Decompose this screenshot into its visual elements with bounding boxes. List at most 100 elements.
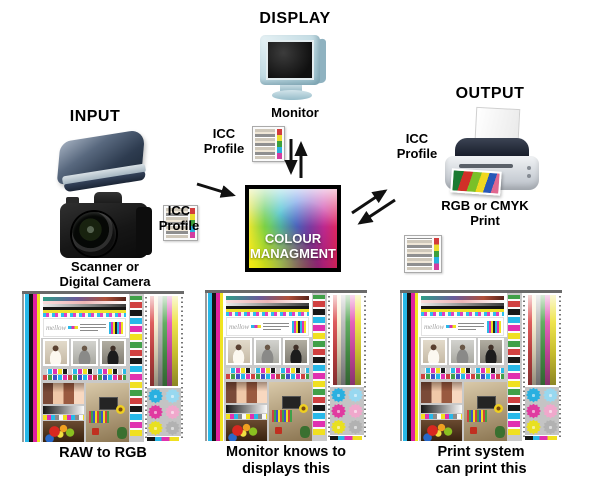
figure-caption: RAW to RGB — [22, 445, 184, 462]
camera-dial — [66, 197, 79, 206]
caption-line: displays this — [242, 461, 330, 477]
icc-line2: Profile — [203, 141, 245, 156]
patch-ladder-column — [130, 296, 142, 436]
portrait-photos-row — [421, 338, 504, 365]
gradient-bar — [226, 300, 309, 303]
portrait-photo — [43, 339, 70, 366]
fruit-photo — [421, 420, 462, 441]
portrait-photo — [226, 338, 253, 365]
portrait-photo — [282, 338, 309, 365]
faces-photo — [226, 382, 267, 403]
color-patch-row — [421, 374, 504, 379]
color-patch-row — [226, 374, 309, 379]
monitor-neck — [280, 85, 302, 91]
portrait-photos-row — [43, 339, 126, 366]
camera-icon — [56, 190, 154, 264]
icc-profile-thumbnail-output — [404, 235, 442, 273]
gamut-flower — [348, 387, 363, 403]
camera-grip — [136, 207, 152, 255]
gamut-flower — [165, 404, 180, 420]
fruit-photo — [43, 421, 84, 442]
patch-ladder-column — [508, 295, 520, 435]
caption-line: can print this — [435, 461, 527, 477]
chart-logo-band: mellow — [421, 317, 504, 336]
chart-logo-band: mellow — [226, 317, 309, 336]
icc-line1: ICC — [212, 126, 236, 141]
gamut-flower — [526, 419, 541, 435]
input-heading: INPUT — [69, 108, 121, 125]
gamut-flower — [331, 403, 346, 419]
icc-line1: ICC — [405, 131, 429, 146]
printer-button — [527, 166, 531, 170]
gradient-bar — [421, 303, 504, 306]
sunflower — [115, 405, 125, 415]
caption-line: Monitor knows to — [225, 444, 346, 460]
gamut-flower — [165, 420, 180, 436]
cmy-strip — [43, 415, 84, 420]
gradient-bars — [226, 296, 309, 316]
display-heading: DISPLAY — [259, 10, 331, 27]
gradient-bars — [421, 296, 504, 316]
monitor-label: Monitor — [271, 105, 319, 120]
fruit-photo — [226, 420, 267, 441]
studio-collage-photo — [86, 383, 129, 442]
gradient-bar — [421, 300, 504, 303]
cmyk-edge-stripes — [400, 293, 418, 441]
gamut-flower — [543, 387, 558, 403]
studio-collage-photo — [269, 382, 312, 441]
gamut-flower — [331, 387, 346, 403]
vertical-color-stripes — [150, 296, 178, 386]
cm-line1: COLOUR — [264, 231, 322, 246]
faces-photo — [43, 383, 84, 404]
gamut-flower — [543, 419, 558, 435]
tv-screen — [98, 397, 119, 410]
icc-line1: ICC — [167, 203, 191, 218]
color-patch-row — [421, 368, 504, 373]
test-chart-image: mellow — [400, 290, 562, 441]
scanner-label-line2: Digital Camera — [59, 274, 151, 289]
icc-line2: Profile — [396, 146, 438, 161]
mini-color-grid — [487, 320, 501, 333]
printer-slot — [459, 164, 513, 168]
gamut-flower — [165, 388, 180, 404]
fine-print-lines — [263, 323, 290, 330]
cmyk-edge-stripes — [205, 293, 223, 441]
color-checker — [89, 411, 109, 424]
colour-management-box: COLOUR MANAGMENT — [245, 185, 341, 272]
gradient-bar — [421, 296, 504, 300]
gray-gradient-bar — [43, 406, 84, 414]
gradient-bar — [226, 309, 309, 312]
portrait-photo — [421, 338, 448, 365]
gamut-flower — [543, 403, 558, 419]
gradient-bar — [421, 309, 504, 312]
gradient-bar — [43, 301, 126, 304]
faces-photo — [421, 382, 462, 403]
scanner-label-line1: Scanner or — [71, 259, 139, 274]
red-pot — [92, 427, 100, 435]
gradient-bar — [421, 306, 504, 309]
print-label: RGB or CMYK Print — [435, 198, 535, 228]
gamut-flowers — [147, 388, 181, 436]
fine-print-lines — [458, 323, 485, 330]
gamut-flower — [148, 388, 163, 404]
printer-output-print — [450, 168, 502, 196]
colour-management-text: COLOUR MANAGMENT — [249, 231, 337, 261]
gradient-bar — [421, 312, 504, 316]
gamut-flower — [331, 419, 346, 435]
output-heading: OUTPUT — [455, 85, 525, 102]
print-label-line1: RGB or CMYK — [441, 198, 529, 213]
mellow-colour-logo: mellow — [229, 322, 250, 331]
sunflower — [493, 404, 503, 414]
printer-button — [527, 174, 531, 178]
gamut-flower — [526, 403, 541, 419]
gamut-flower — [348, 419, 363, 435]
printer-icon — [443, 106, 541, 200]
monitor-screen — [266, 40, 314, 80]
tick-marks — [364, 295, 366, 437]
caption-line: Print system — [437, 444, 525, 460]
arrow-box-to-output — [351, 189, 388, 215]
gradient-bar — [43, 297, 126, 301]
tv-screen — [281, 396, 302, 409]
